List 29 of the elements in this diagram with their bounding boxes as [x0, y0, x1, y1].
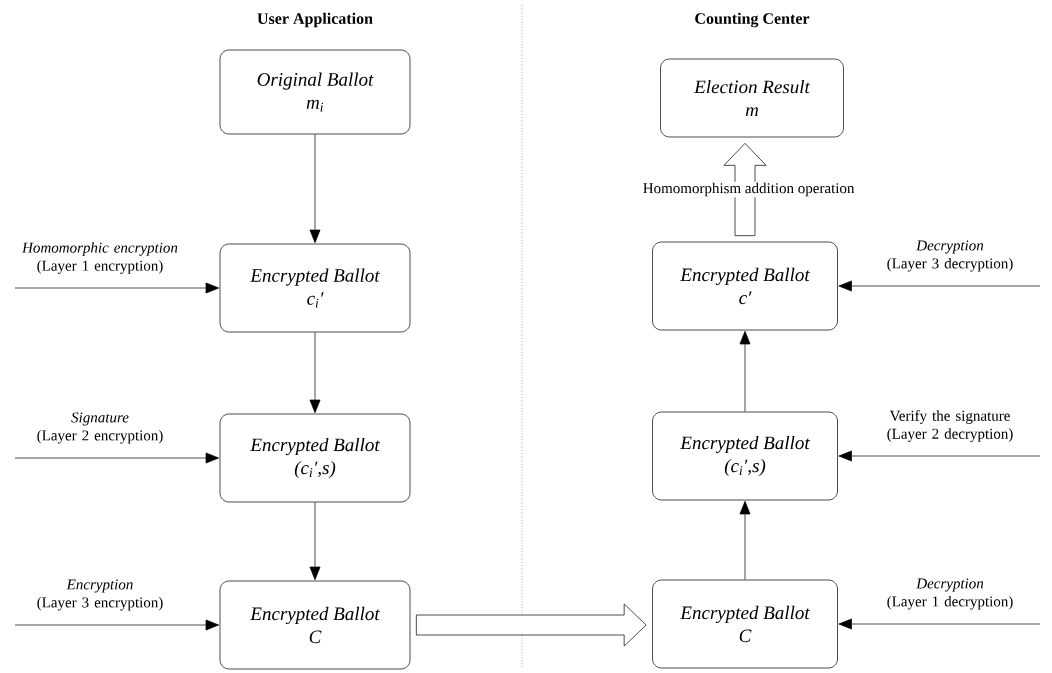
arrow	[739, 500, 751, 580]
process-box: Encrypted Ballot C	[652, 579, 838, 669]
process-box: Encrypted Ballot c′	[652, 241, 838, 331]
arrow	[838, 450, 1041, 462]
arrow	[739, 330, 751, 412]
arrow	[14, 619, 220, 631]
arrow	[14, 282, 220, 294]
edge-label: Verify the signature (Layer 2 decryption)	[887, 410, 1013, 442]
edge-label: Homomorphism addition operation	[641, 181, 856, 198]
arrow	[309, 332, 321, 414]
column-heading: User Application	[257, 12, 373, 28]
block-arrow	[416, 603, 647, 647]
arrow	[838, 618, 1041, 630]
process-box: Encrypted Ballot (c$_{i}$′,s)	[652, 411, 838, 501]
edge-label: Signature (Layer 2 encryption)	[37, 412, 163, 444]
column-heading: Counting Center	[695, 12, 810, 28]
process-box: Original Ballot m$_{i}$	[219, 49, 411, 135]
process-box: Encrypted Ballot C	[219, 580, 411, 670]
edge-label: Encryption (Layer 3 encryption)	[37, 579, 163, 611]
process-box: Election Result m	[660, 58, 844, 138]
edge-label: Decryption (Layer 1 decryption)	[887, 578, 1013, 610]
edge-label: Homomorphic encryption (Layer 1 encryption)	[21, 242, 178, 274]
arrow	[14, 452, 220, 464]
arrow	[838, 280, 1041, 292]
process-box: Encrypted Ballot (c$_{i}$′,s)	[219, 413, 411, 503]
arrow	[309, 502, 321, 581]
process-box: Encrypted Ballot c$_{i}$′	[219, 243, 411, 333]
arrow	[309, 134, 321, 244]
edge-label: Decryption (Layer 3 decryption)	[887, 240, 1013, 272]
